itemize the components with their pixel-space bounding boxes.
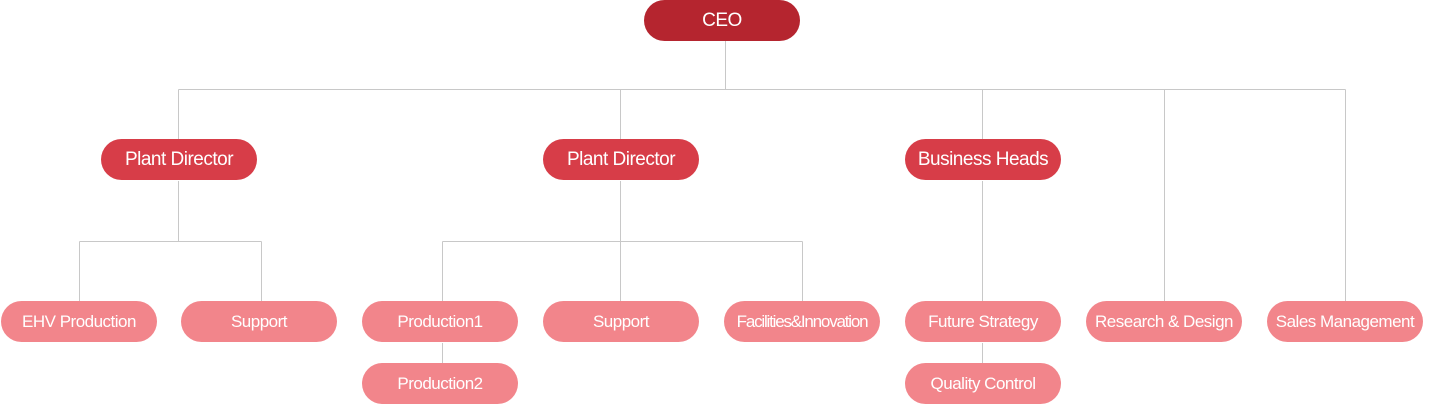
node-production1: Production1 xyxy=(362,301,518,342)
node-plant-director-1: Plant Director xyxy=(101,139,257,180)
node-business-heads: Business Heads xyxy=(905,139,1061,180)
node-ceo: CEO xyxy=(644,0,800,41)
node-support-2: Support xyxy=(543,301,699,342)
node-facilities-innovation: Facilities&Innovation xyxy=(724,301,880,342)
node-support-1: Support xyxy=(181,301,337,342)
node-future-strategy: Future Strategy xyxy=(905,301,1061,342)
node-ehv-production: EHV Production xyxy=(1,301,157,342)
node-quality-control: Quality Control xyxy=(905,363,1061,404)
node-research-design: Research & Design xyxy=(1086,301,1242,342)
node-plant-director-2: Plant Director xyxy=(543,139,699,180)
node-production2: Production2 xyxy=(362,363,518,404)
node-sales-management: Sales Management xyxy=(1267,301,1423,342)
